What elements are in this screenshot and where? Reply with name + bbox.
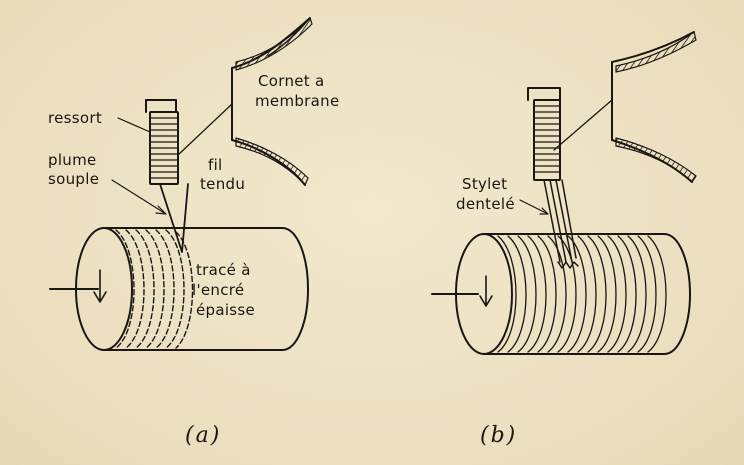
label-cornet-line1: Cornet a: [258, 72, 325, 90]
label-stylet-line2: dentelé: [456, 195, 515, 213]
spring-holder-a: [145, 99, 179, 185]
plume-leader-arrow: [155, 205, 167, 215]
ressort-leader: [117, 117, 151, 133]
stylet-leader: [519, 199, 549, 215]
panel-b-drawing: [431, 31, 697, 355]
flexible-pen-a: [159, 183, 189, 253]
plume-leader: [111, 179, 167, 215]
serrated-stylus-b: [543, 179, 579, 269]
horn-b: [611, 31, 697, 183]
cylinder-a: [49, 227, 309, 351]
label-trace-line1: tracé à: [196, 261, 251, 279]
panel-a-drawing: [49, 17, 313, 351]
label-stylet-line1: Stylet: [462, 175, 508, 193]
label-fil-line1: fil: [208, 156, 223, 174]
label-plume-line1: plume: [48, 151, 97, 169]
spring-holder-b: [527, 87, 561, 181]
caption-a: (a): [185, 423, 222, 448]
label-cornet-line2: membrane: [255, 92, 340, 110]
taut-wire-a: [177, 103, 233, 156]
caption-b: (b): [480, 423, 518, 448]
label-fil-line2: tendu: [200, 175, 246, 193]
label-trace-line2: l'encré: [192, 281, 245, 299]
label-trace-line3: épaisse: [196, 301, 256, 319]
cylinder-b: [431, 233, 691, 355]
label-ressort: ressort: [48, 109, 103, 127]
label-plume-line2: souple: [48, 170, 100, 188]
taut-wire-b: [553, 99, 613, 151]
stylet-leader-arrow: [539, 207, 549, 215]
horn-a: [231, 17, 313, 186]
